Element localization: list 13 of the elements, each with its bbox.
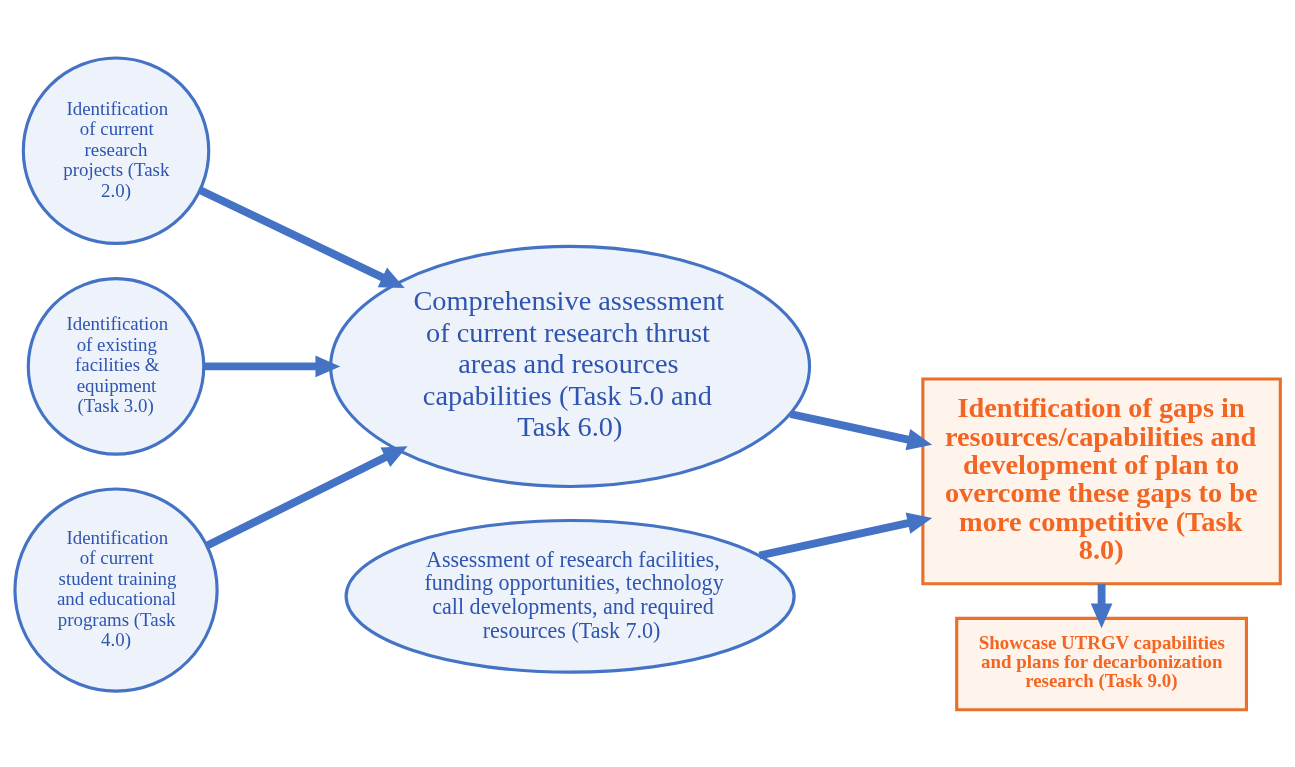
- node-box: Showcase UTRGV capabilities and plans for decarbonization research (Task 9.0): [955, 616, 1248, 711]
- node-ellipse: Assessment of research facilities, funding opportunities, technology call developments, and required resources (Task 7.0): [344, 518, 796, 674]
- node-box: Identification of gaps in resources/capabilities and development of plan to overcome these gaps to be more competitive (Task 8.0): [921, 376, 1282, 585]
- node-circle: Identification of existing facilities & equipment (Task 3.0): [26, 276, 206, 456]
- arrow: [758, 512, 933, 559]
- arrow: [1090, 583, 1113, 628]
- arrow: [204, 355, 341, 377]
- arrow: [789, 409, 933, 450]
- arrow: [205, 445, 408, 549]
- node-ellipse: Comprehensive assessment of current research thrust areas and resources capabilities (Task 5.0 and Task 6.0): [329, 244, 812, 488]
- node-circle: Identification of current research projects (Task 2.0): [21, 55, 211, 245]
- arrow: [198, 186, 405, 288]
- node-circle: Identification of current student training and educational programs (Task 4.0): [13, 486, 219, 693]
